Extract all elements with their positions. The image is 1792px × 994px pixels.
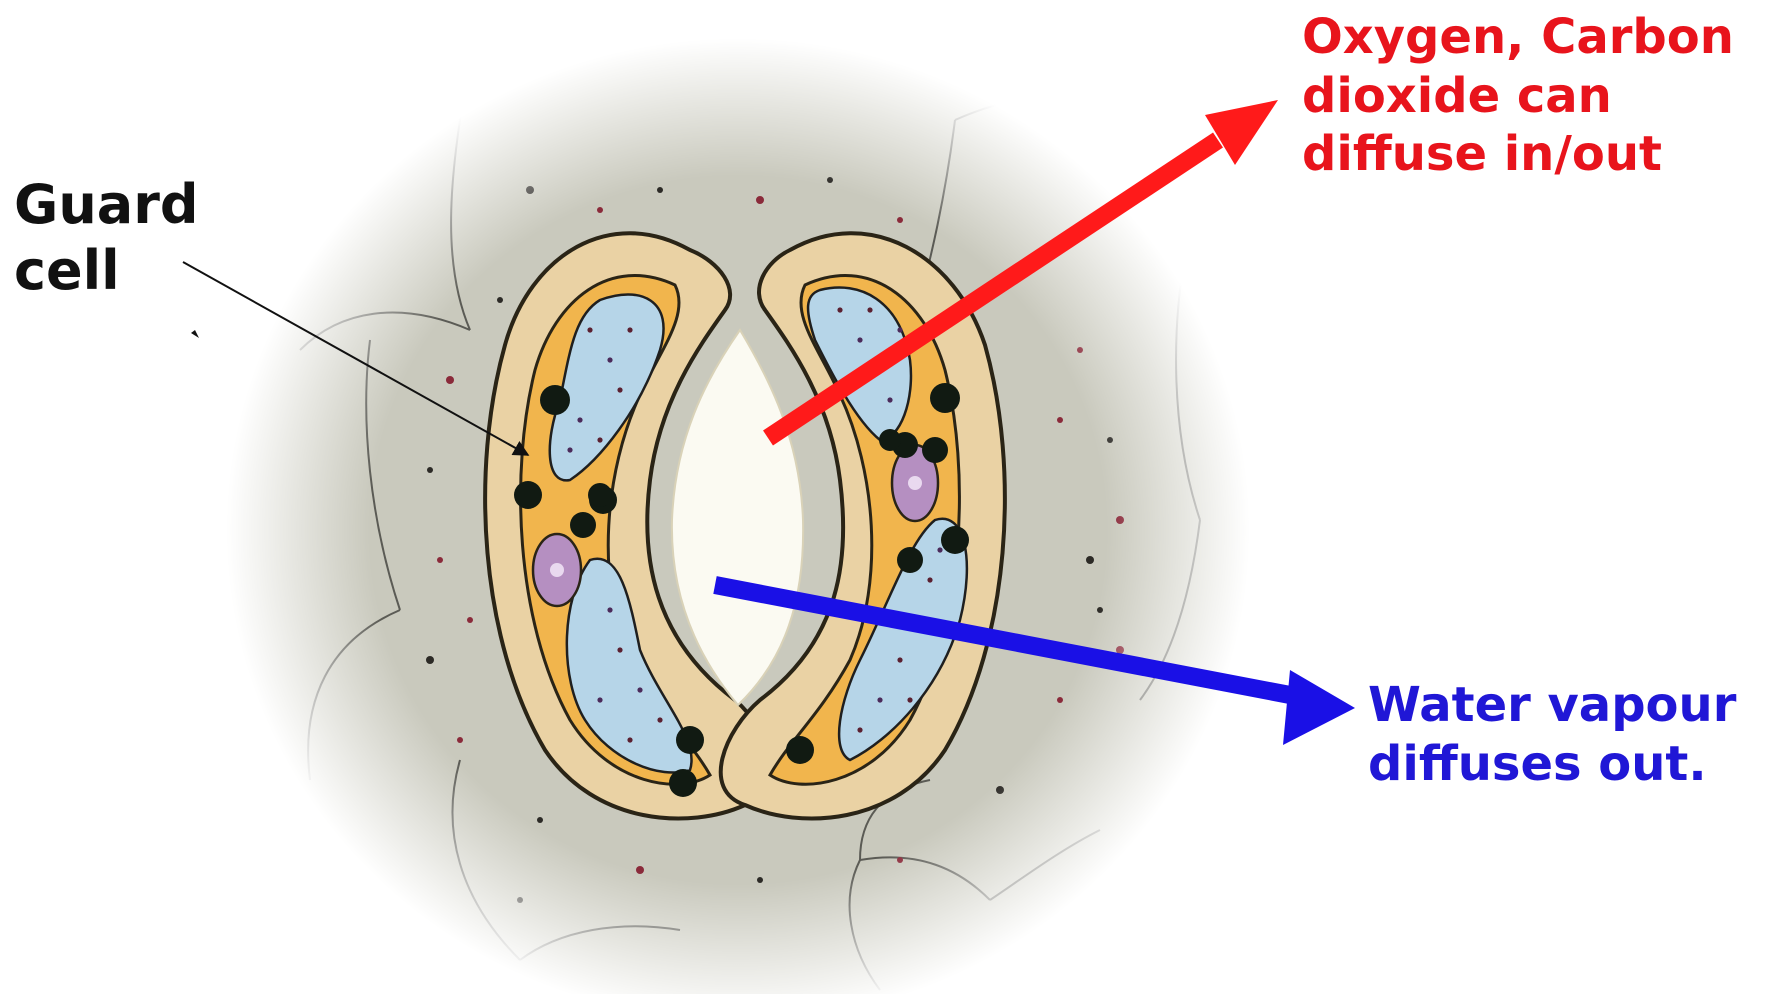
cell-speck: [1107, 437, 1113, 443]
guard-cell-label-line-1: Guard: [14, 172, 199, 238]
vacuole-speck: [837, 307, 842, 312]
vacuole-speck: [587, 327, 592, 332]
stray-tick-mark: [191, 330, 199, 338]
cell-speck: [426, 656, 434, 664]
cell-speck: [526, 186, 534, 194]
water-vapour-label: Water vapour diffuses out.: [1368, 676, 1736, 793]
vacuole-speck: [927, 577, 932, 582]
vacuole-speck: [887, 397, 892, 402]
gas-exchange-label-line-3: diffuse in/out: [1302, 125, 1734, 184]
cell-speck: [1057, 697, 1063, 703]
cell-speck: [1077, 347, 1083, 353]
water-vapour-label-line-2: diffuses out.: [1368, 735, 1736, 794]
cell-speck: [1086, 556, 1094, 564]
cell-speck: [446, 376, 454, 384]
cell-speck: [1097, 607, 1103, 613]
guard-cell-label-line-2: cell: [14, 238, 199, 304]
cell-speck: [597, 207, 603, 213]
vacuole-speck: [897, 327, 902, 332]
cell-speck: [756, 196, 764, 204]
vacuole-speck: [857, 337, 862, 342]
gas-exchange-label: Oxygen, Carbon dioxide can diffuse in/ou…: [1302, 8, 1734, 184]
cell-speck: [757, 877, 763, 883]
cell-speck: [497, 297, 503, 303]
vacuole-speck: [657, 717, 662, 722]
cell-speck: [537, 817, 543, 823]
vacuole-speck: [897, 657, 902, 662]
vacuole-speck: [597, 697, 602, 702]
cell-speck: [457, 737, 463, 743]
vacuole-speck: [577, 417, 582, 422]
water-vapour-label-line-1: Water vapour: [1368, 676, 1736, 735]
cell-speck: [467, 617, 473, 623]
vacuole-speck: [627, 737, 632, 742]
cell-speck: [897, 857, 903, 863]
cell-speck: [1057, 417, 1063, 423]
vacuole-speck: [567, 447, 572, 452]
cell-speck: [636, 866, 644, 874]
vacuole-speck: [877, 697, 882, 702]
cell-speck: [897, 217, 903, 223]
gas-exchange-label-line-1: Oxygen, Carbon: [1302, 8, 1734, 67]
vacuole-speck: [907, 697, 912, 702]
cell-speck: [517, 897, 523, 903]
vacuole-speck: [617, 647, 622, 652]
vacuole-speck: [637, 687, 642, 692]
guard-cell-label: Guard cell: [14, 172, 199, 304]
cell-speck: [996, 786, 1004, 794]
cell-speck: [427, 467, 433, 473]
vacuole-speck: [597, 437, 602, 442]
cell-speck: [437, 557, 443, 563]
vacuole-speck: [937, 547, 942, 552]
cell-speck: [657, 187, 663, 193]
vacuole-speck: [607, 357, 612, 362]
vacuole-speck: [857, 727, 862, 732]
vacuole-speck: [627, 327, 632, 332]
vacuole-speck: [867, 307, 872, 312]
vacuole-speck: [617, 387, 622, 392]
vacuole-speck: [607, 607, 612, 612]
cell-speck: [827, 177, 833, 183]
cell-speck: [1116, 516, 1124, 524]
gas-exchange-label-line-2: dioxide can: [1302, 67, 1734, 126]
